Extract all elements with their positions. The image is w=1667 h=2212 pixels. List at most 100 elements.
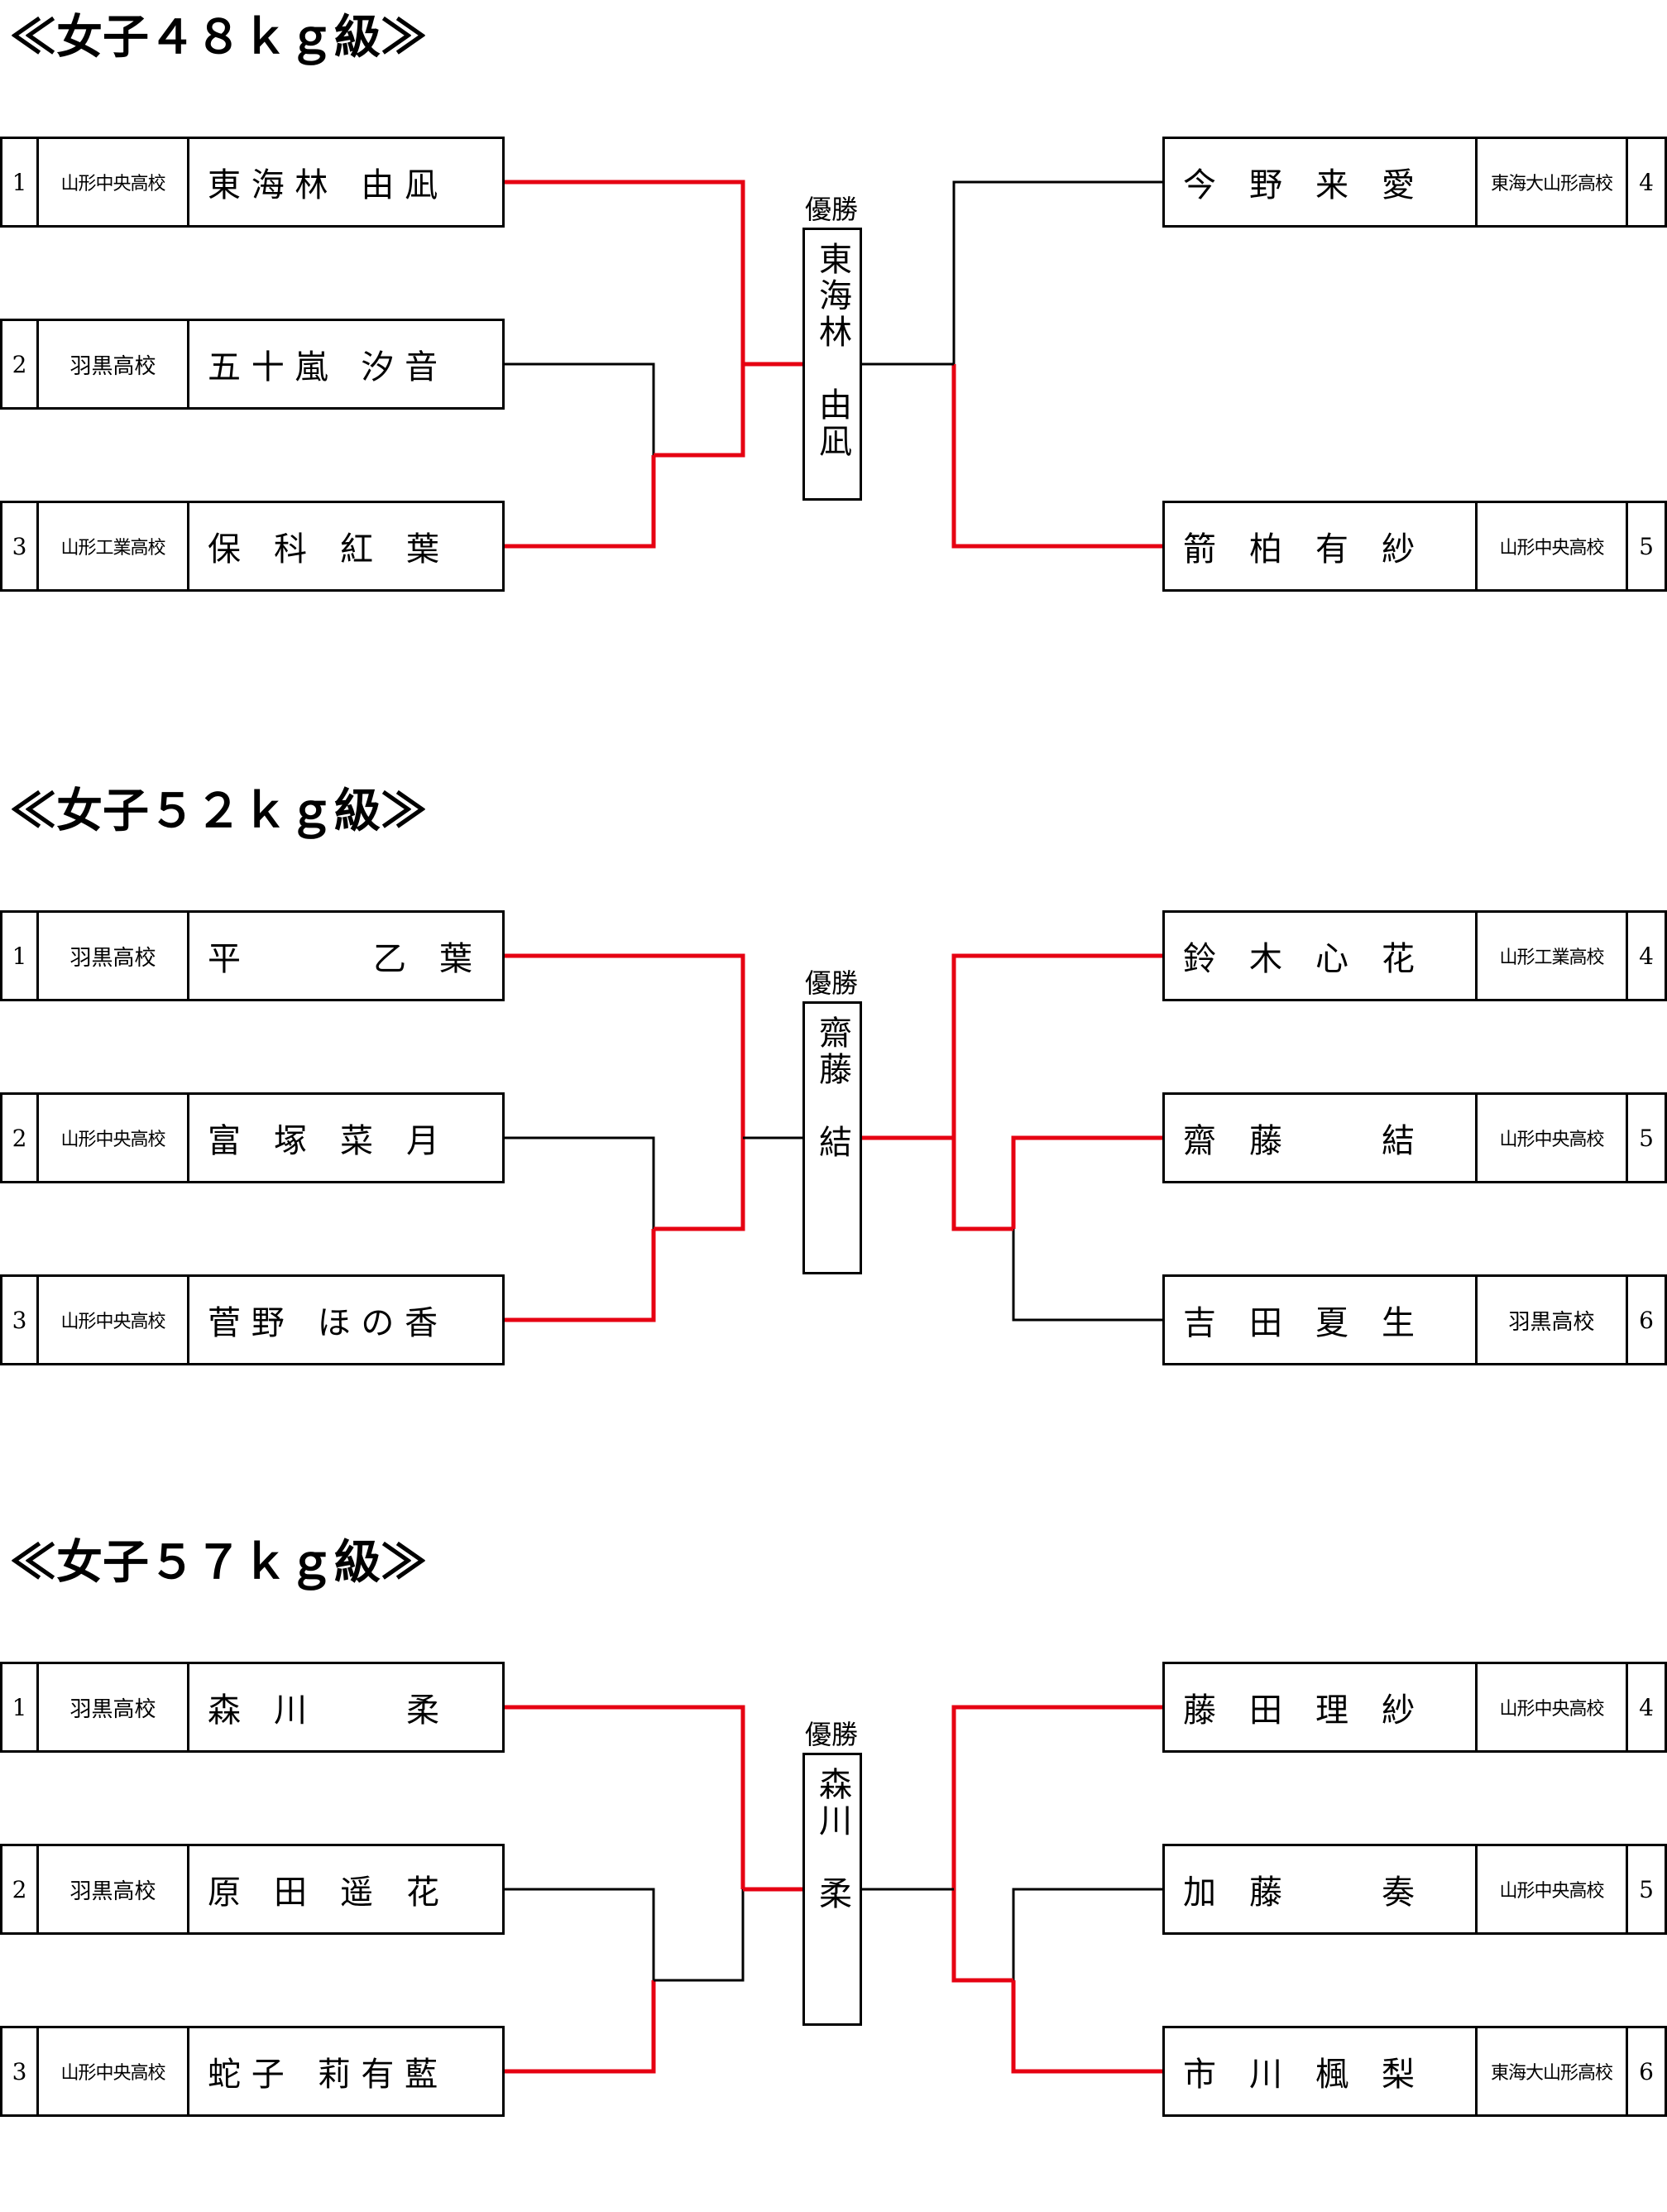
entry-row: 鈴 木 心 花 山形工業高校 4 [1162, 910, 1667, 1001]
seed-number: 5 [1639, 532, 1654, 560]
line-r56-up [951, 1138, 1013, 1231]
school-name: 山形中央高校 [39, 139, 189, 225]
line-l1 [503, 180, 745, 364]
bracket-lines [503, 1705, 1164, 2074]
athlete-name: 原 田 遥 花 [208, 1874, 439, 1912]
winner-label: 優勝 [804, 194, 858, 225]
school-name: 羽黒高校 [39, 1664, 189, 1750]
school-name: 山形中央高校 [39, 1095, 189, 1181]
line-r4 [951, 953, 1164, 1138]
school-name: 山形中央高校 [39, 1277, 189, 1363]
winner-box: 齋藤 結 [802, 1001, 862, 1274]
entry-row: 今 野 来 愛 東海大山形高校 4 [1162, 137, 1667, 228]
athlete-name: 鈴 木 心 花 [1165, 913, 1478, 999]
line-r4 [952, 180, 1164, 364]
entry-row: 2 羽黒高校 五 十 嵐 汐 音 [0, 319, 505, 410]
seed-number: 6 [1639, 2057, 1654, 2085]
seed-number: 2 [2, 321, 39, 407]
line-l3 [503, 1980, 656, 2074]
seed-number: 3 [2, 503, 39, 589]
school-name: 山形工業高校 [1478, 913, 1628, 999]
entry-row: 1 羽黒高校 平 乙 葉 [0, 910, 505, 1001]
athlete-name: 箭 柏 有 紗 [1165, 503, 1478, 589]
line-l2 [503, 1888, 655, 1980]
entry-row: 1 羽黒高校 森 川 柔 [0, 1662, 505, 1753]
winner-name: 東海林 由凪 [813, 242, 851, 460]
line-l1 [503, 1705, 745, 1889]
entry-row: 齋 藤 結 山形中央高校 5 [1162, 1092, 1667, 1183]
line-r5 [1012, 1888, 1164, 1980]
entry-row: 3 山形中央高校 菅 野 ほ の 香 [0, 1274, 505, 1365]
school-name: 東海大山形高校 [1478, 139, 1628, 225]
seed-number: 3 [2, 2028, 39, 2114]
winner-name: 齋藤 結 [813, 1015, 851, 1161]
seed-number: 5 [1639, 1875, 1654, 1903]
seed-number: 4 [1639, 1693, 1654, 1721]
school-name: 羽黒高校 [1478, 1277, 1628, 1363]
bracket-title: ≪女子４８ｋｇ級≫ [10, 10, 427, 65]
bracket-title: ≪女子５７ｋｇ級≫ [10, 1535, 427, 1590]
line-r56-up [951, 1889, 1013, 1983]
line-l3 [503, 1229, 656, 1322]
school-name: 山形中央高校 [1478, 1664, 1628, 1750]
seed-number: 3 [2, 1277, 39, 1363]
seed-number: 4 [1639, 942, 1654, 970]
entry-row: 藤 田 理 紗 山形中央高校 4 [1162, 1662, 1667, 1753]
winner-box: 森川 柔 [802, 1753, 862, 2026]
athlete-name: 保 科 紅 葉 [208, 530, 439, 569]
seed-number: 4 [1639, 168, 1654, 196]
seed-number: 6 [1639, 1306, 1654, 1334]
athlete-name: 富 塚 菜 月 [208, 1122, 439, 1160]
seed-number: 2 [2, 1095, 39, 1181]
athlete-name: 森 川 柔 [208, 1691, 439, 1730]
line-l2 [503, 362, 655, 455]
entry-row: 加 藤 奏 山形中央高校 5 [1162, 1844, 1667, 1935]
school-name: 羽黒高校 [39, 913, 189, 999]
school-name: 羽黒高校 [39, 1846, 189, 1932]
athlete-name: 菅 野 ほ の 香 [208, 1304, 438, 1342]
entry-row: 市 川 楓 梨 東海大山形高校 6 [1162, 2026, 1667, 2117]
line-r5 [1011, 1135, 1164, 1229]
entry-row: 1 山形中央高校 東 海 林 由 凪 [0, 137, 505, 228]
line-l23-up [654, 1889, 745, 1982]
athlete-name: 東 海 林 由 凪 [208, 166, 438, 204]
line-r5 [951, 364, 1164, 549]
winner-name: 森川 柔 [813, 1767, 851, 1912]
athlete-name: 五 十 嵐 汐 音 [208, 348, 438, 386]
athlete-name: 藤 田 理 紗 [1165, 1664, 1478, 1750]
entry-row: 2 羽黒高校 原 田 遥 花 [0, 1844, 505, 1935]
athlete-name: 加 藤 奏 [1165, 1846, 1478, 1932]
athlete-name: 吉 田 夏 生 [1165, 1277, 1478, 1363]
line-r4 [951, 1705, 1164, 1889]
entry-row: 3 山形工業高校 保 科 紅 葉 [0, 501, 505, 592]
line-l1 [503, 953, 745, 1138]
line-l3 [503, 455, 656, 549]
school-name: 山形中央高校 [1478, 1095, 1628, 1181]
seed-number: 1 [2, 1664, 39, 1750]
athlete-name: 平 乙 葉 [208, 940, 472, 978]
school-name: 東海大山形高校 [1478, 2028, 1628, 2114]
school-name: 山形中央高校 [1478, 503, 1628, 589]
seed-number: 1 [2, 139, 39, 225]
school-name: 山形中央高校 [1478, 1846, 1628, 1932]
entry-row: 2 山形中央高校 富 塚 菜 月 [0, 1092, 505, 1183]
bracket-48kg: ≪女子４８ｋｇ級≫ 1 山形中央高校 東 海 林 由 凪 2 羽黒高校 五 十 … [0, 8, 1667, 687]
school-name: 羽黒高校 [39, 321, 189, 407]
bracket-52kg: ≪女子５２ｋｇ級≫ 1 羽黒高校 平 乙 葉 2 山形中央高校 富 塚 菜 月 … [0, 782, 1667, 1461]
seed-number: 2 [2, 1846, 39, 1932]
athlete-name: 市 川 楓 梨 [1165, 2028, 1478, 2114]
school-name: 山形工業高校 [39, 503, 189, 589]
seed-number: 1 [2, 913, 39, 999]
bracket-lines [503, 953, 1164, 1322]
bracket-lines [503, 180, 1164, 549]
seed-number: 5 [1639, 1124, 1654, 1152]
bracket-title: ≪女子５２ｋｇ級≫ [10, 784, 427, 838]
bracket-57kg: ≪女子５７ｋｇ級≫ 1 羽黒高校 森 川 柔 2 羽黒高校 原 田 遥 花 3 … [0, 1533, 1667, 2212]
school-name: 山形中央高校 [39, 2028, 189, 2114]
winner-label: 優勝 [804, 967, 858, 999]
entry-row: 3 山形中央高校 蛇 子 莉 有 藍 [0, 2026, 505, 2117]
athlete-name: 今 野 来 愛 [1165, 139, 1478, 225]
athlete-name: 蛇 子 莉 有 藍 [208, 2056, 438, 2094]
entry-row: 吉 田 夏 生 羽黒高校 6 [1162, 1274, 1667, 1365]
line-l2 [503, 1136, 655, 1229]
